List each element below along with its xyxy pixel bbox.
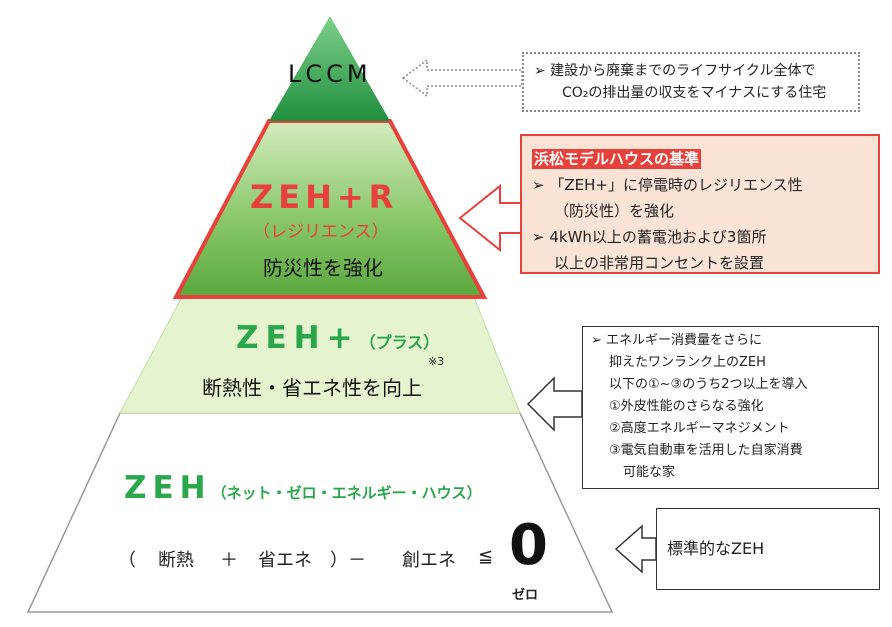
zeh-suffix: （ネット・ゼロ・エネルギー・ハウス）: [211, 484, 482, 502]
zeh-plus-callout-line: 抑えたワンランク上のZEH: [609, 355, 766, 370]
formula-zero: 0: [509, 513, 548, 578]
lccm-callout-line: CO₂の排出量の収支をマイナスにする住宅: [562, 85, 827, 101]
zeh-title: ZEH: [124, 470, 212, 506]
zeh-r-title: ZEH+R: [250, 178, 399, 216]
zeh-plus-note: ※3: [428, 355, 445, 368]
zeh-r-arrow: [458, 183, 523, 253]
formula-insulation: 断熱: [158, 550, 194, 571]
zeh-plus-heading: ZEH+（プラス）: [236, 320, 439, 356]
zeh-callout: 標準的なZEH: [656, 508, 880, 590]
lccm-callout-line: ➢ 建設から廃棄までのライフサイクル全体で: [534, 63, 816, 79]
zeh-plus-callout: ➢ エネルギー消費量をさらに 抑えたワンランク上のZEH 以下の①~③のうち2つ…: [582, 326, 879, 489]
formula-leq: ≦: [478, 546, 494, 567]
hamamatsu-callout: 浜松モデルハウスの基準 ➢ 「ZEH+」に停電時のレジリエンス性 （防災性）を強…: [520, 134, 880, 274]
zeh-plus-callout-line: ③電気自動車を活用した自家消費: [609, 443, 803, 458]
zeh-r-subtitle: （レジリエンス）: [253, 222, 389, 242]
zeh-r-desc: 防災性を強化: [263, 256, 383, 280]
formula-zero-reading: ゼロ: [512, 588, 539, 603]
formula-plus: ＋: [220, 550, 238, 571]
zeh-heading: ZEH（ネット・ゼロ・エネルギー・ハウス）: [124, 470, 482, 506]
lccm-callout: ➢ 建設から廃棄までのライフサイクル全体で CO₂の排出量の収支をマイナスにする…: [522, 52, 860, 112]
zeh-plus-desc: 断熱性・省エネ性を向上: [202, 376, 422, 400]
zeh-plus-callout-line: 以下の①~③のうち2つ以上を導入: [609, 377, 808, 392]
formula-energy-saving: 省エネ: [258, 550, 312, 571]
zeh-plus-callout-line: ②高度エネルギーマネジメント: [609, 421, 790, 436]
zeh-plus-title: ZEH+: [236, 320, 360, 356]
zeh-plus-arrow: [526, 376, 583, 432]
formula-close-minus: ）－: [330, 550, 366, 571]
hamamatsu-line: 以上の非常用コンセントを設置: [554, 254, 765, 272]
zeh-arrow: [614, 524, 657, 574]
zeh-plus-callout-line: ①外皮性能のさらなる強化: [609, 399, 764, 414]
zeh-plus-suffix: （プラス）: [359, 333, 440, 352]
formula-open: （: [118, 550, 136, 571]
zeh-plus-callout-line: 可能な家: [623, 465, 676, 480]
lccm-label: LCCM: [288, 60, 372, 88]
lccm-tier: [269, 16, 390, 121]
formula-creation: 創エネ: [402, 550, 456, 571]
hamamatsu-line: ➢ 「ZEH+」に停電時のレジリエンス性: [532, 176, 803, 194]
lccm-arrow: [401, 58, 523, 98]
hamamatsu-line: ➢ 4kWh以上の蓄電池および3箇所: [532, 228, 767, 246]
hamamatsu-line: （防災性）を強化: [554, 202, 675, 220]
hamamatsu-heading: 浜松モデルハウスの基準: [532, 149, 702, 169]
zeh-plus-callout-line: ➢ エネルギー消費量をさらに: [591, 333, 763, 348]
